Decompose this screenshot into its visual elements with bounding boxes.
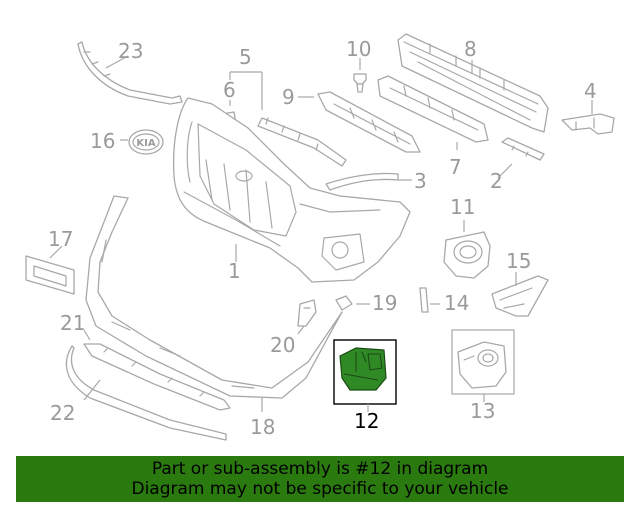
callout-19: 19 xyxy=(372,291,397,315)
callout-14: 14 xyxy=(444,291,469,315)
part-8-beam xyxy=(397,33,549,133)
banner-line-1: Part or sub-assembly is #12 in diagram xyxy=(151,459,489,479)
part-20-bracket xyxy=(297,299,317,327)
info-banner: Part or sub-assembly is #12 in diagram D… xyxy=(16,456,624,502)
part-18-lower-lip xyxy=(85,195,343,399)
callout-2: 2 xyxy=(490,169,503,193)
callout-4: 4 xyxy=(584,79,597,103)
part-5-trim xyxy=(257,117,347,167)
callout-13: 13 xyxy=(470,399,495,423)
callout-20: 20 xyxy=(270,333,295,357)
emblem-label: KIA xyxy=(136,138,155,149)
callout-3: 3 xyxy=(414,169,427,193)
part-13-bezel xyxy=(451,329,515,395)
banner-line-2: Diagram may not be specific to your vehi… xyxy=(131,479,509,499)
part-14-pad xyxy=(419,287,429,313)
callout-8: 8 xyxy=(464,37,477,61)
leader-lines xyxy=(49,55,593,412)
parts-diagram: KIA xyxy=(25,33,615,441)
part-15-bracket xyxy=(491,275,549,317)
callout-17: 17 xyxy=(48,227,73,251)
callout-11: 11 xyxy=(450,195,475,219)
part-1-bumper-cover xyxy=(172,97,411,283)
part-7-absorber xyxy=(377,75,489,143)
callout-numbers: 23 5 6 10 8 4 9 16 7 2 3 1 11 17 15 14 1… xyxy=(48,37,597,439)
callout-22: 22 xyxy=(50,401,75,425)
part-3-strip xyxy=(325,172,399,191)
part-23-molding xyxy=(77,41,183,105)
callout-18: 18 xyxy=(250,415,275,439)
callout-10: 10 xyxy=(346,37,371,61)
callout-12: 12 xyxy=(354,409,379,433)
callout-1: 1 xyxy=(228,259,241,283)
part-21-strip xyxy=(83,343,231,411)
callout-6: 6 xyxy=(223,78,236,102)
callout-7: 7 xyxy=(449,155,462,179)
callout-23: 23 xyxy=(118,39,143,63)
part-9-bracket xyxy=(317,91,421,153)
callout-5: 5 xyxy=(239,45,252,69)
callout-9: 9 xyxy=(282,85,295,109)
part-22-molding xyxy=(65,345,227,441)
part-2-bracket xyxy=(501,137,545,161)
part-16-emblem: KIA xyxy=(128,129,164,155)
part-17-plate-bracket xyxy=(25,255,75,295)
callout-15: 15 xyxy=(506,249,531,273)
callout-21: 21 xyxy=(60,311,85,335)
part-10-fastener xyxy=(353,73,367,93)
callout-16: 16 xyxy=(90,129,115,153)
part-19-clip xyxy=(335,295,353,311)
part-4-bracket xyxy=(561,113,615,135)
part-11-fog-lamp xyxy=(443,231,491,279)
part-12-highlighted xyxy=(333,339,397,405)
